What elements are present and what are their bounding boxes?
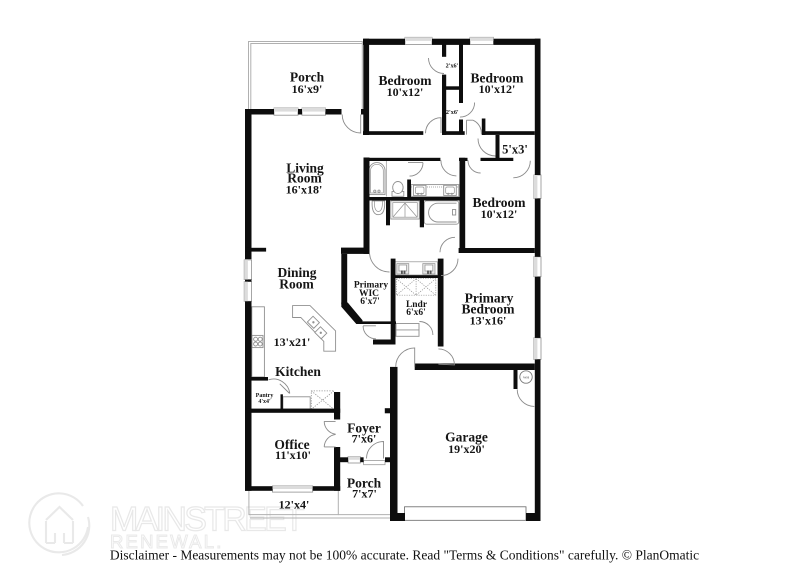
svg-text:Primary: Primary [354,280,389,290]
svg-text:Lndr: Lndr [406,300,428,310]
svg-text:Porch: Porch [347,476,382,491]
svg-text:Porch: Porch [290,70,325,85]
svg-text:16'x18': 16'x18' [286,183,323,197]
svg-text:13'x21': 13'x21' [274,335,311,349]
svg-text:Bedroom: Bedroom [473,195,527,210]
svg-text:Dining: Dining [277,265,316,280]
svg-text:2'x6': 2'x6' [446,62,459,69]
svg-text:WIC: WIC [359,289,379,299]
svg-text:WH: WH [523,376,529,380]
svg-text:MAINSTREET: MAINSTREET [110,501,304,539]
svg-text:10'x12': 10'x12' [479,82,516,96]
svg-text:Room: Room [287,171,322,186]
svg-text:Garage: Garage [445,430,488,445]
svg-text:Kitchen: Kitchen [275,364,321,379]
svg-text:6'x6': 6'x6' [406,308,426,318]
svg-text:10'x12': 10'x12' [387,85,424,99]
svg-text:Bedroom: Bedroom [471,71,525,86]
svg-text:2'x6': 2'x6' [446,109,459,116]
svg-text:12'x4': 12'x4' [279,498,310,512]
svg-text:Disclaimer - Measurements may: Disclaimer - Measurements may not be 100… [110,548,699,563]
svg-text:13'x16': 13'x16' [470,314,507,328]
svg-text:Bedroom: Bedroom [462,302,516,317]
svg-text:5'x3': 5'x3' [502,143,528,157]
svg-text:Foyer: Foyer [347,421,381,436]
svg-text:19'x20': 19'x20' [448,442,485,456]
svg-text:7'x6': 7'x6' [352,432,377,446]
svg-text:11'x10': 11'x10' [275,448,311,462]
svg-text:Bedroom: Bedroom [379,73,433,88]
svg-text:6'x7': 6'x7' [360,297,380,307]
svg-text:4'x4': 4'x4' [258,399,271,405]
svg-text:Pantry: Pantry [256,393,274,399]
svg-text:Office: Office [274,437,309,452]
svg-text:16'x9': 16'x9' [292,82,323,96]
svg-text:RENEWAL.: RENEWAL. [110,531,224,552]
svg-text:Living: Living [286,161,324,176]
svg-text:7'x7': 7'x7' [352,487,377,501]
svg-text:Primary: Primary [465,291,514,306]
svg-text:10'x12': 10'x12' [481,207,518,221]
svg-text:Room: Room [279,277,314,292]
